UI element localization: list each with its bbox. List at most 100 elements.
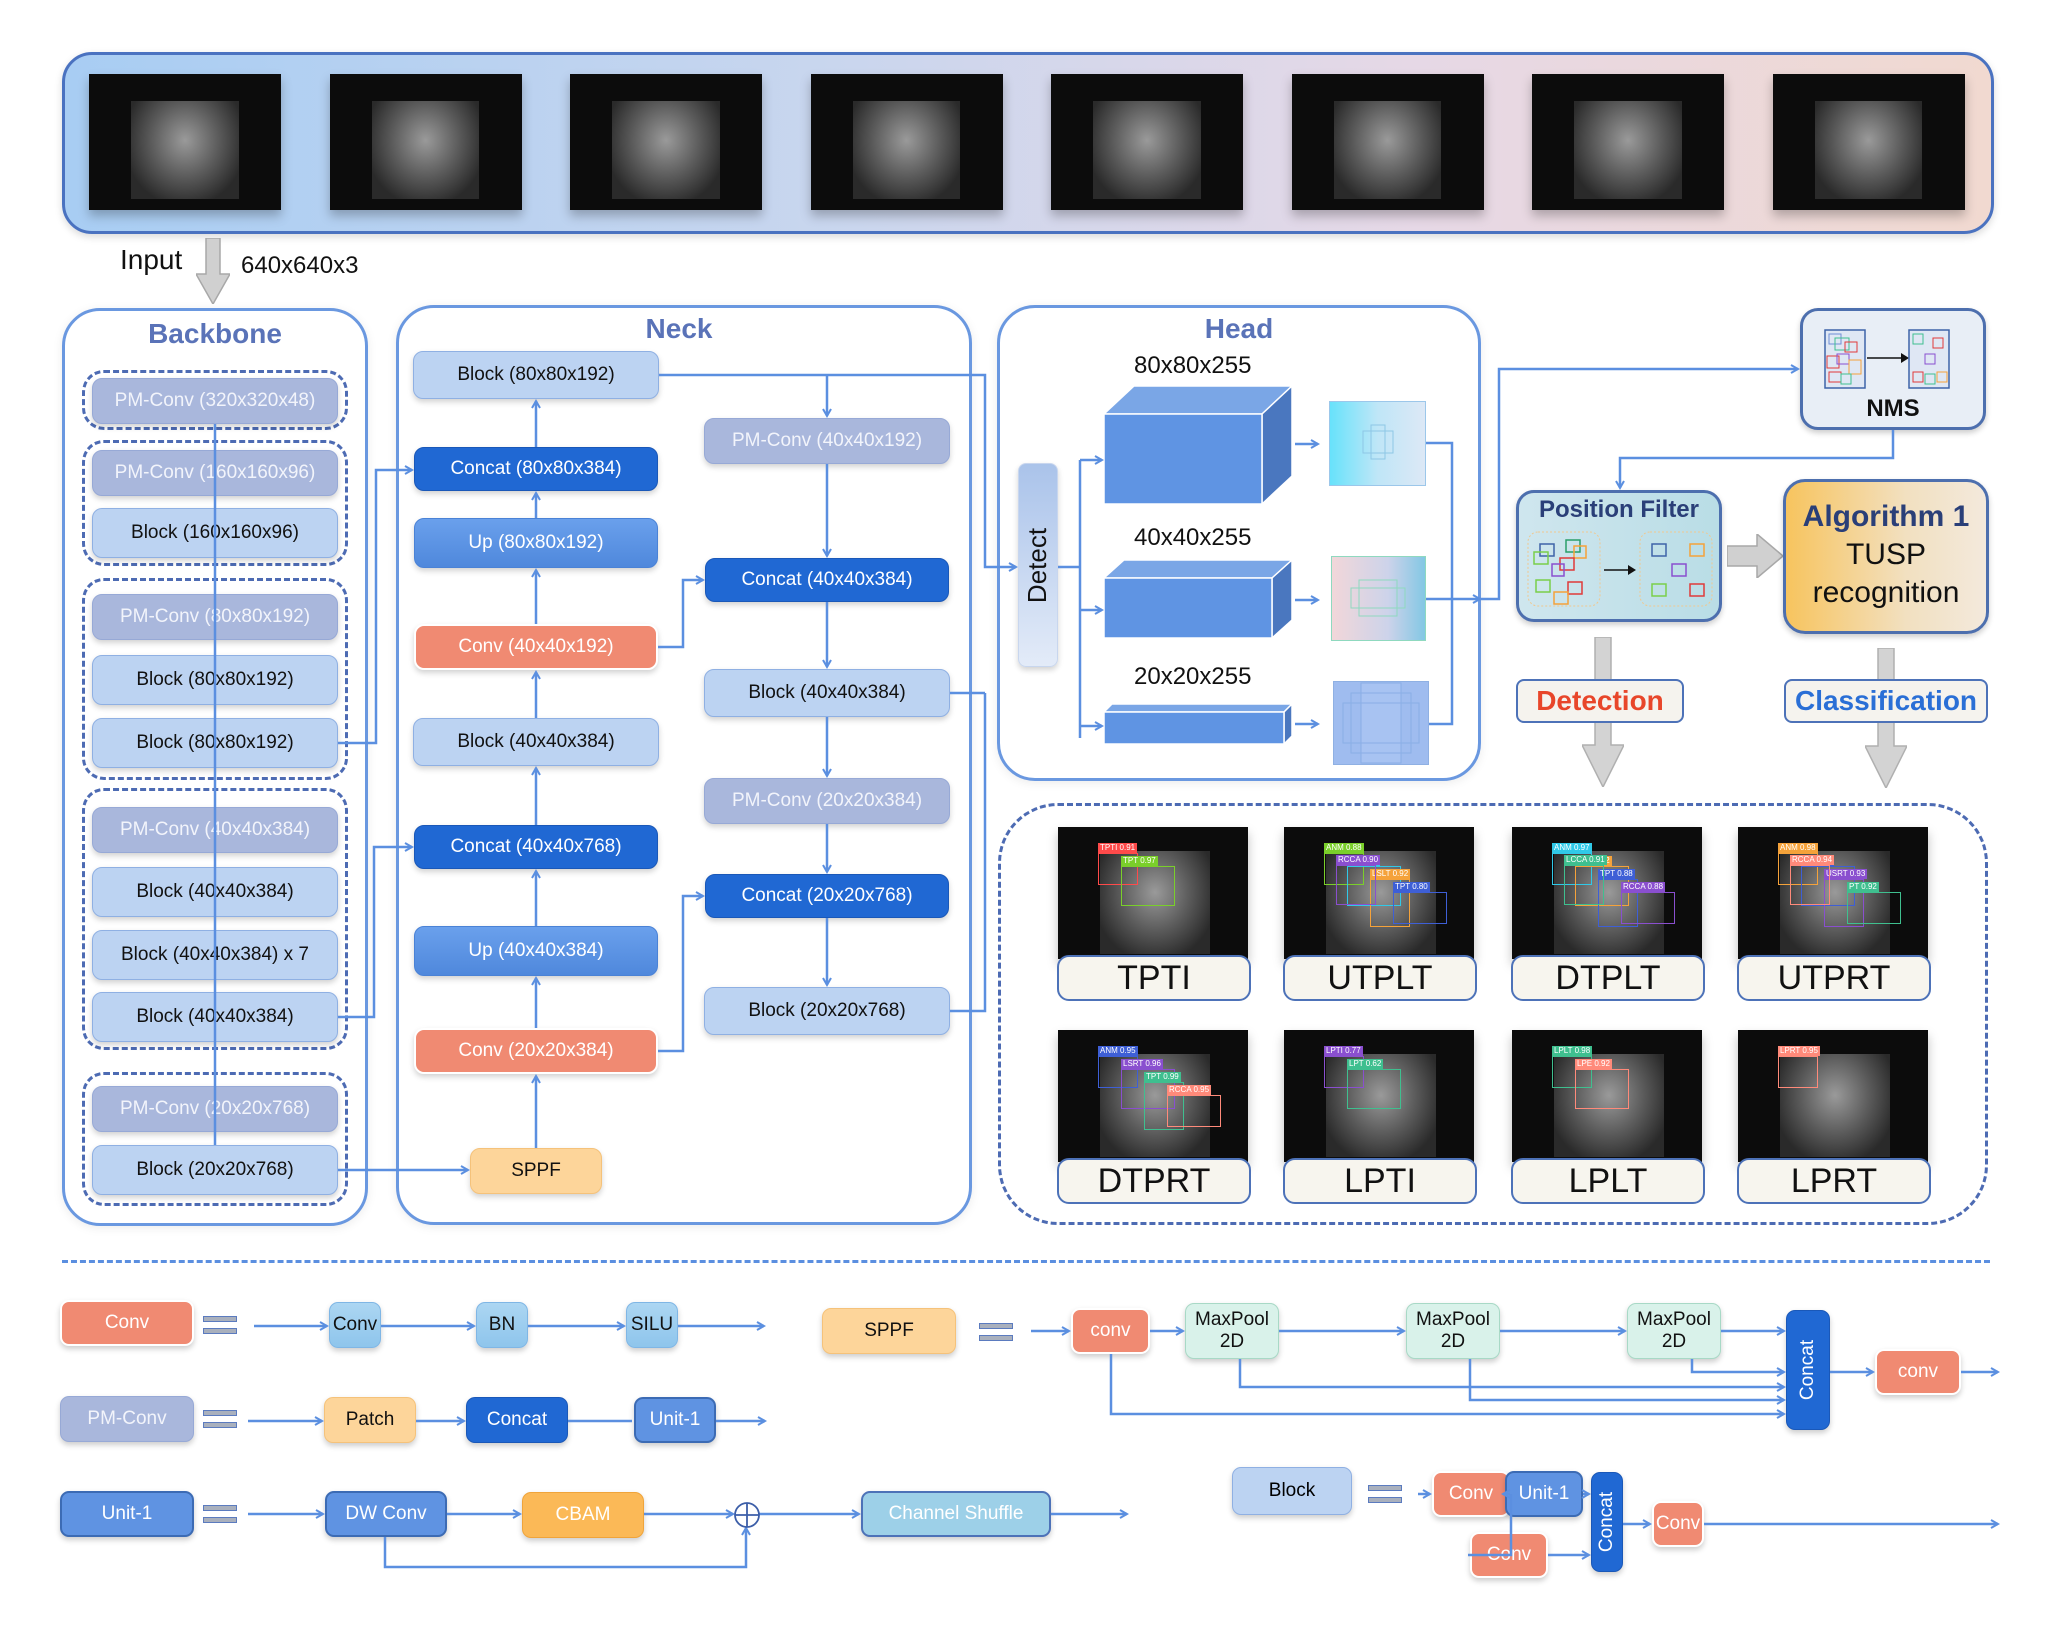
legend-unit1-part-channel-shuffle: Channel Shuffle — [861, 1491, 1051, 1537]
ultrasound-scan — [1779, 850, 1890, 954]
legend-block-part-conv-out: Conv — [1652, 1501, 1704, 1547]
feature-cube-80 — [1102, 384, 1294, 506]
legend-unit1-key: Unit-1 — [60, 1491, 194, 1537]
detection-label: LCCA 0.91 — [1564, 855, 1607, 865]
detection-badge[interactable]: Detection — [1516, 679, 1684, 723]
wire-15 — [1238, 1359, 1784, 1387]
backbone-block-40-b[interactable]: Block (40x40x384) — [92, 992, 338, 1042]
neck-conv-40[interactable]: Conv (40x40x192) — [414, 624, 658, 670]
legend-unit1-part-cbam: CBAM — [522, 1492, 644, 1538]
backbone-pmconv-40[interactable]: PM-Conv (40x40x384) — [92, 807, 338, 853]
ultrasound-scan — [371, 101, 480, 200]
backbone-pmconv-20[interactable]: PM-Conv (20x20x768) — [92, 1086, 338, 1132]
detection-label: USRT 0.93 — [1824, 869, 1868, 879]
legend-separator — [62, 1260, 1990, 1263]
legend-pmconv-key: PM-Conv — [60, 1396, 194, 1442]
result-class-label: UTPRT — [1737, 955, 1931, 1001]
concat-vertical-label: Concat — [1797, 1339, 1819, 1401]
neck-title: Neck — [645, 313, 713, 344]
ultrasound-scan — [1814, 101, 1923, 200]
ultrasound-scan — [1325, 850, 1436, 954]
feature-cube-40 — [1102, 558, 1294, 640]
add-circle-icon — [734, 1502, 760, 1528]
algorithm-line-3: recognition — [1812, 576, 1960, 609]
neck-concat-80[interactable]: Concat (80x80x384) — [414, 447, 658, 491]
detection-box: TPTI 0.91 — [1098, 843, 1138, 885]
neck-block-40-left[interactable]: Block (40x40x384) — [413, 718, 659, 766]
legend-sppf-key: SPPF — [822, 1308, 956, 1354]
backbone-pmconv-80[interactable]: PM-Conv (80x80x192) — [92, 594, 338, 640]
nms-icon — [1824, 329, 1950, 389]
legend-sppf-part-maxpool-3: MaxPool 2D — [1627, 1303, 1721, 1359]
detection-label: RCCA 0.88 — [1621, 882, 1666, 892]
head-output-80-label: 80x80x255 — [1134, 352, 1252, 379]
detection-label: ANM 0.88 — [1324, 843, 1364, 853]
backbone-block-40-x7[interactable]: Block (40x40x384) x 7 — [92, 930, 338, 980]
detection-label: LPTI 0.77 — [1324, 1046, 1363, 1056]
neck-concat-40-768[interactable]: Concat (40x40x768) — [414, 825, 658, 869]
ultrasound-scan — [131, 101, 239, 200]
backbone-pmconv-160[interactable]: PM-Conv (160x160x96) — [92, 450, 338, 496]
neck-conv-20[interactable]: Conv (20x20x384) — [414, 1028, 658, 1074]
detection-label: LPRT 0.95 — [1778, 1046, 1820, 1056]
detection-box: LSLT 0.92 — [1370, 869, 1411, 927]
classification-label: Classification — [1794, 685, 1978, 716]
nms-label: NMS — [1866, 395, 1920, 422]
ultrasound-scan — [1553, 1053, 1664, 1157]
equals-icon — [203, 1410, 237, 1428]
backbone-block-80-a[interactable]: Block (80x80x192) — [92, 655, 338, 705]
neck-block-20[interactable]: Block (20x20x768) — [704, 987, 950, 1035]
neck-block-40-right[interactable]: Block (40x40x384) — [704, 669, 950, 717]
legend-pmconv-part-unit1: Unit-1 — [634, 1397, 716, 1443]
backbone-block-80-b[interactable]: Block (80x80x192) — [92, 718, 338, 768]
ultrasound-scan — [612, 101, 720, 200]
legend-conv-part-silu: SILU — [626, 1302, 678, 1348]
neck-concat-40-384[interactable]: Concat (40x40x384) — [705, 558, 949, 602]
detection-box: TPT 0.88 — [1598, 869, 1638, 927]
result-class-label: TPTI — [1057, 955, 1251, 1001]
neck-block-80[interactable]: Block (80x80x192) — [413, 351, 659, 399]
backbone-pmconv-320[interactable]: PM-Conv (320x320x48) — [92, 378, 338, 424]
concat-vertical-label: Concat — [1596, 1491, 1618, 1553]
detection-box: RCCA 0.88 — [1621, 882, 1675, 924]
input-size: 640x640x3 — [241, 252, 359, 279]
detection-box: ANM 0.95 — [1098, 1046, 1138, 1088]
ultrasound-scan — [1333, 101, 1442, 200]
detection-label: Detection — [1536, 685, 1664, 716]
result-class-label: LPTI — [1283, 1158, 1477, 1204]
classification-badge[interactable]: Classification — [1784, 679, 1988, 723]
input-ultrasound-image — [570, 74, 762, 210]
input-ultrasound-image — [1772, 74, 1965, 210]
detect-block[interactable]: Detect — [1018, 463, 1058, 667]
detection-label: TPT 0.80 — [1393, 882, 1430, 892]
detection-box: LPTI 0.77 — [1324, 1046, 1364, 1088]
neck-up-40[interactable]: Up (40x40x384) — [414, 926, 658, 976]
result-class-label: DTPLT — [1511, 955, 1705, 1001]
maxpool-label: MaxPool 2D — [1195, 1309, 1269, 1352]
detection-box: RCCA 0.90 — [1336, 855, 1381, 905]
neck-pmconv-40[interactable]: PM-Conv (40x40x192) — [704, 418, 950, 464]
algorithm-title: Algorithm 1 — [1802, 500, 1970, 533]
legend-sppf-part-conv-out: conv — [1875, 1349, 1961, 1395]
legend-block-part-concat: Concat — [1591, 1472, 1623, 1572]
equals-icon — [203, 1316, 237, 1334]
backbone-block-40-a[interactable]: Block (40x40x384) — [92, 867, 338, 917]
neck-concat-20-768[interactable]: Concat (20x20x768) — [705, 874, 949, 918]
anchor-map-80 — [1329, 401, 1426, 486]
backbone-block-160[interactable]: Block (160x160x96) — [92, 508, 338, 558]
result-image: LPRT 0.95 — [1738, 1030, 1928, 1162]
ultrasound-scan — [1553, 850, 1664, 954]
backbone-block-20[interactable]: Block (20x20x768) — [92, 1145, 338, 1195]
neck-up-80[interactable]: Up (80x80x192) — [414, 518, 658, 568]
neck-sppf[interactable]: SPPF — [470, 1148, 602, 1194]
detection-box: LCCA 0.91 — [1564, 855, 1607, 905]
neck-pmconv-20[interactable]: PM-Conv (20x20x384) — [704, 778, 950, 824]
backbone-title: Backbone — [148, 318, 282, 349]
results-panel — [998, 803, 1988, 1225]
head-output-40-label: 40x40x255 — [1134, 524, 1252, 551]
